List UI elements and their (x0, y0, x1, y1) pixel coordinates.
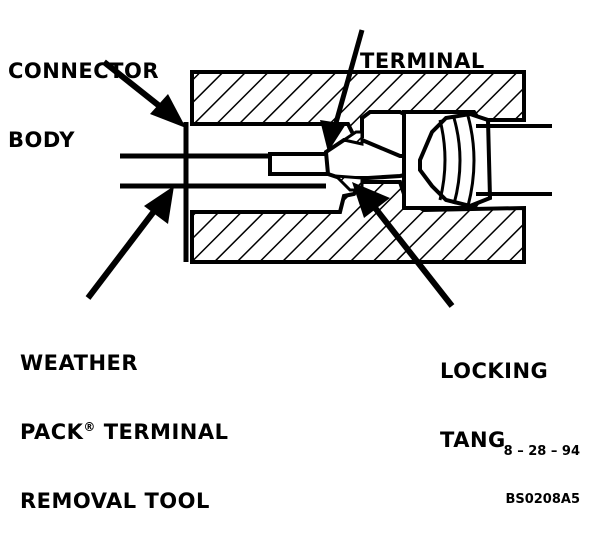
connector-body-upper-wall (190, 70, 526, 138)
terminal-label: TERMINAL (360, 49, 485, 73)
connector-body-arrow (102, 59, 186, 128)
connector-cross-section-diagram (85, 29, 552, 308)
terminal-pin (268, 152, 330, 176)
locking-tang-arrow (352, 182, 455, 308)
connector-body-label: CONNECTOR BODY (8, 59, 160, 152)
removal-tool-label: WEATHER PACK® TERMINAL REMOVAL TOOL (20, 351, 229, 513)
seal-rib-3 (466, 115, 476, 207)
figure-ref: BS0208A5 (505, 492, 580, 507)
removal-tool-arrow (85, 186, 174, 300)
seal-rib-2 (452, 117, 462, 205)
seal-rib-1 (438, 119, 447, 201)
locking-tang-label: LOCKING TANG (440, 359, 549, 452)
figure-date: 8 – 28 – 94 (503, 444, 580, 459)
figure-code: 8 – 28 – 94 BS0208A5 (504, 412, 580, 524)
terminal-upper-detail (340, 130, 364, 146)
terminal-arrow (320, 29, 365, 152)
